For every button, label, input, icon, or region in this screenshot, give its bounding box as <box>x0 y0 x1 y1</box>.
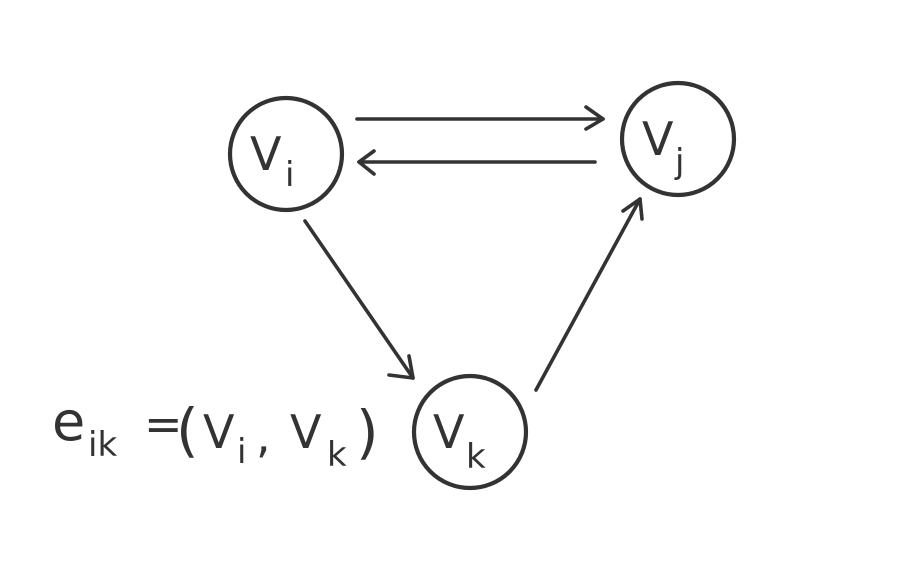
edge-vi-vk-line <box>303 219 415 380</box>
edge-vi-to-vj <box>355 105 605 131</box>
edge-vi-vj-arrowhead <box>584 105 605 131</box>
annotation-first: V <box>203 405 235 459</box>
edge-annotation: e ik = ( V i , V k ) <box>52 390 379 475</box>
node-vj-subscript: j <box>674 142 684 182</box>
annotation-second-subscript: k <box>327 435 347 475</box>
node-vk-circle <box>411 373 529 491</box>
annotation-open-paren: ( <box>176 396 199 464</box>
annotation-equals: = <box>144 397 183 451</box>
annotation-first-subscript: i <box>237 432 246 472</box>
annotation-close-paren: ) <box>356 398 379 466</box>
node-vi-subscript: i <box>285 155 294 195</box>
node-vj: V j <box>619 80 737 198</box>
node-vj-circle <box>619 80 737 198</box>
node-vi-circle <box>227 95 345 213</box>
edge-vk-vj-line <box>534 197 642 392</box>
edge-vi-to-vk <box>303 219 415 380</box>
edge-vj-vi-arrowhead <box>357 149 376 176</box>
node-vk: V k <box>411 373 529 491</box>
annotation-symbol-subscript: ik <box>88 425 117 465</box>
annotation-comma: , <box>256 409 271 463</box>
annotation-symbol: e <box>52 390 85 453</box>
edge-vi-vk-arrowhead <box>387 354 415 380</box>
edge-vk-to-vj <box>534 197 644 392</box>
annotation-second: V <box>290 405 322 459</box>
edge-vk-vj-arrowhead <box>621 197 644 221</box>
node-vj-label: V <box>642 112 674 166</box>
edge-vj-to-vi <box>357 149 597 176</box>
node-vi: V i <box>227 95 345 213</box>
node-vk-label: V <box>433 405 465 459</box>
node-vi-label: V <box>250 127 282 181</box>
node-vk-subscript: k <box>466 437 486 477</box>
